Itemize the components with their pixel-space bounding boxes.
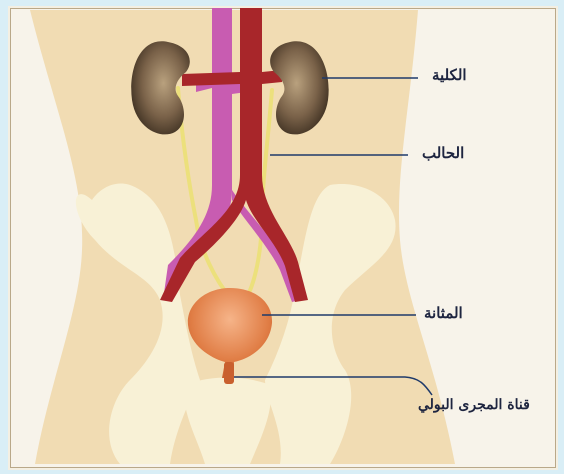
- label-urethra: قناة المجرى البولي: [418, 398, 530, 412]
- urethra: [224, 362, 234, 384]
- label-kidney: الكلية: [432, 68, 467, 83]
- label-bladder: المثانة: [424, 306, 463, 321]
- label-ureter: الحالب: [422, 146, 464, 161]
